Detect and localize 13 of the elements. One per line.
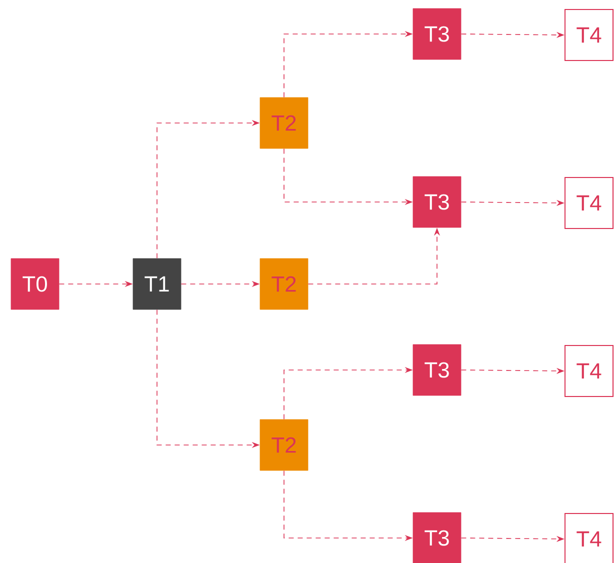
task-box: T4 [564,9,614,61]
task-box: T4 [564,177,614,229]
task-box: T3 [412,8,462,60]
task-box: T2 [260,258,308,310]
task-box: T2 [260,419,308,471]
task-box: T3 [412,344,462,396]
task-box: T3 [412,512,462,563]
task-box: T4 [564,345,614,397]
task-box: T0 [10,258,60,310]
task-box: T3 [412,176,462,228]
task-box: T4 [564,512,614,563]
task-box: T2 [260,97,308,149]
task-box: T1 [132,258,182,310]
